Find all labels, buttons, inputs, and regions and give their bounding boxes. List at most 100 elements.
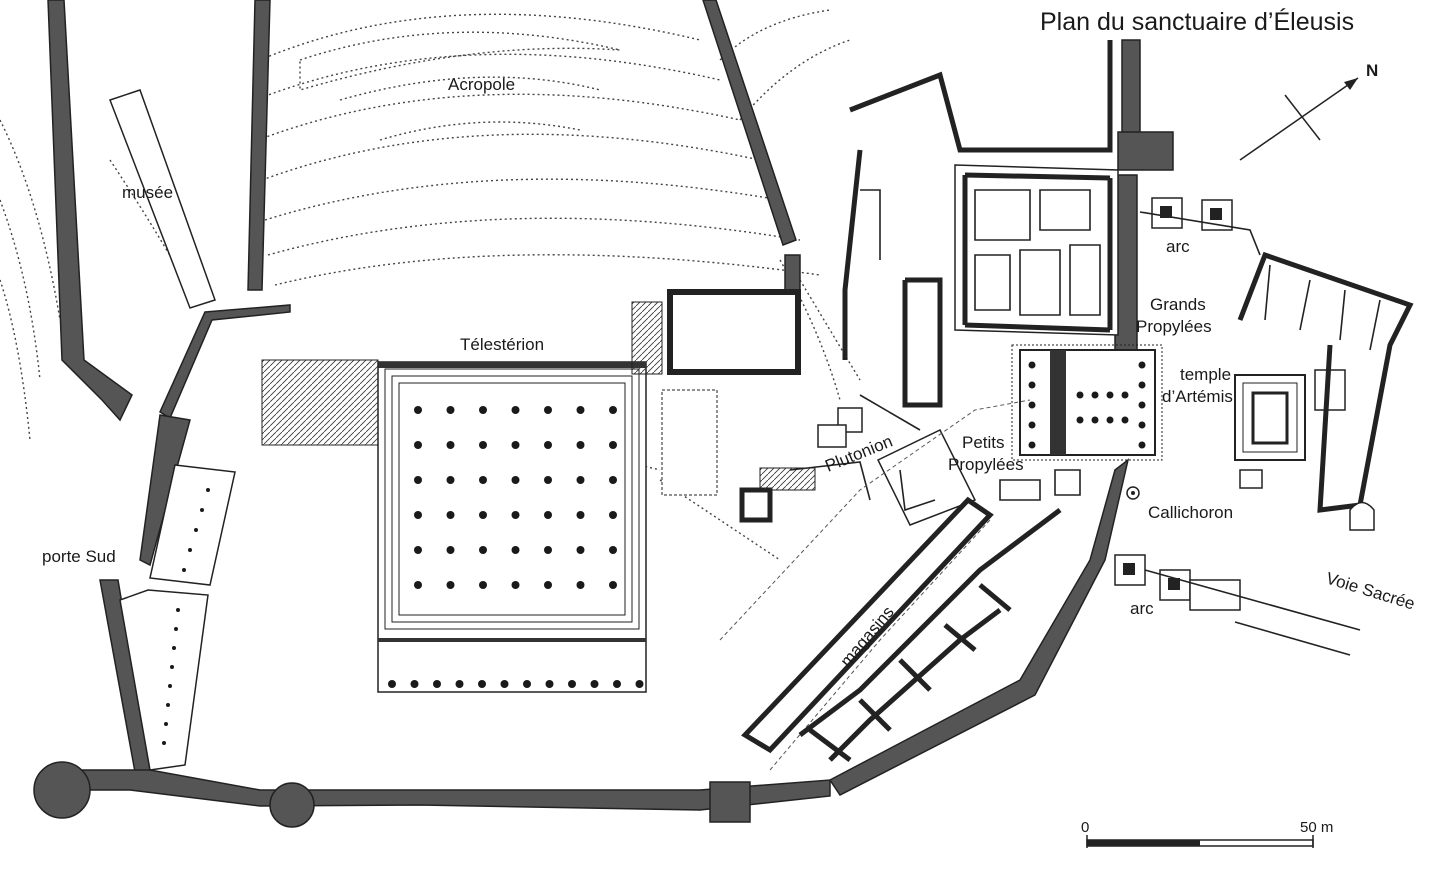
- column-dot: [414, 441, 422, 449]
- label-temple-1: temple: [1180, 365, 1231, 384]
- column-dot: [545, 680, 554, 688]
- telesterion-hall: [261, 289, 801, 693]
- label-musee: musée: [122, 183, 173, 202]
- column-dot: [544, 441, 552, 449]
- temple-artemis: [1234, 369, 1346, 489]
- column-dot: [511, 441, 520, 449]
- column-dot: [544, 511, 552, 519]
- southeast-rooms: [798, 469, 1140, 762]
- column-dot: [1138, 421, 1146, 429]
- north-building-complex: [842, 40, 1119, 408]
- column-dot: [544, 546, 552, 554]
- label-arc-south: arc: [1130, 599, 1154, 618]
- column-dot: [414, 581, 422, 589]
- column-dot: [1121, 391, 1129, 399]
- column-dot: [523, 680, 531, 688]
- north-arrow: [1239, 77, 1359, 161]
- column-dot: [188, 548, 192, 552]
- column-dot: [568, 680, 576, 688]
- grands-propylees: [1011, 344, 1163, 461]
- column-dot: [1028, 441, 1036, 449]
- label-porte-sud: porte Sud: [42, 547, 116, 566]
- column-dot: [479, 441, 487, 449]
- column-dot: [609, 476, 617, 484]
- column-dot: [609, 441, 617, 449]
- column-dot: [1106, 416, 1114, 424]
- label-voie-sacree: Voie Sacrée: [1324, 569, 1417, 614]
- column-dot: [609, 511, 617, 519]
- arc-north-structure: [1139, 197, 1261, 256]
- column-dot: [479, 511, 487, 519]
- column-dot: [1138, 381, 1146, 389]
- south-room-dots: [162, 488, 210, 745]
- column-dot: [446, 406, 455, 414]
- plutonion-area: [661, 389, 921, 523]
- telesterion-portico-columns: [388, 680, 644, 688]
- label-grands-propylees-1: Grands: [1150, 295, 1206, 314]
- petits-propylees: [876, 429, 977, 526]
- label-acropole: Acropole: [448, 75, 515, 94]
- north-label: N: [1366, 61, 1378, 80]
- label-callichoron: Callichoron: [1148, 503, 1233, 522]
- column-dot: [162, 741, 166, 745]
- column-dot: [609, 581, 617, 589]
- column-dot: [446, 581, 455, 589]
- column-dot: [478, 680, 486, 688]
- column-dot: [414, 476, 422, 484]
- column-dot: [446, 546, 455, 554]
- column-dot: [609, 406, 617, 414]
- column-dot: [544, 406, 552, 414]
- column-dot: [446, 476, 455, 484]
- column-dot: [576, 441, 585, 449]
- column-dot: [609, 546, 617, 554]
- scale-end-label: 50 m: [1300, 819, 1333, 836]
- column-dot: [576, 476, 585, 484]
- museum-building: [109, 89, 216, 309]
- grands-propylees-columns: [1028, 361, 1146, 449]
- label-petits-propylees-2: Propylées: [948, 455, 1024, 474]
- voie-sacree-road: [1144, 569, 1361, 656]
- column-dot: [1121, 416, 1129, 424]
- telesterion-columns: [414, 406, 617, 589]
- label-grands-propylees-2: Propylées: [1136, 317, 1212, 336]
- column-dot: [511, 406, 520, 414]
- column-dot: [1028, 401, 1036, 409]
- column-dot: [479, 581, 487, 589]
- column-dot: [446, 511, 455, 519]
- column-dot: [433, 680, 441, 688]
- column-dot: [1076, 391, 1084, 399]
- column-dot: [414, 406, 422, 414]
- scale-start-label: 0: [1081, 819, 1089, 836]
- column-dot: [613, 680, 621, 688]
- map-title: Plan du sanctuaire d’Éleusis: [1040, 7, 1354, 36]
- column-dot: [1028, 361, 1036, 369]
- column-dot: [1091, 391, 1099, 399]
- column-dot: [1076, 416, 1084, 424]
- column-dot: [544, 581, 552, 589]
- column-dot: [576, 546, 585, 554]
- column-dot: [200, 508, 204, 512]
- column-dot: [1138, 401, 1146, 409]
- label-arc-north: arc: [1166, 237, 1190, 256]
- column-dot: [479, 546, 487, 554]
- stoa-building: [1237, 251, 1414, 531]
- column-dot: [182, 568, 186, 572]
- label-petits-propylees-1: Petits: [962, 433, 1005, 452]
- column-dot: [206, 488, 210, 492]
- column-dot: [1028, 421, 1036, 429]
- column-dot: [500, 680, 509, 688]
- column-dot: [544, 476, 552, 484]
- column-dot: [1106, 391, 1114, 399]
- column-dot: [174, 627, 178, 631]
- column-dot: [511, 546, 520, 554]
- south-gate-rooms: [119, 464, 236, 771]
- column-dot: [166, 703, 170, 707]
- column-dot: [479, 476, 487, 484]
- column-dot: [455, 680, 464, 688]
- column-dot: [176, 608, 180, 612]
- column-dot: [170, 665, 174, 669]
- column-dot: [576, 406, 585, 414]
- fortification-walls: [33, 0, 1174, 828]
- column-dot: [1091, 416, 1099, 424]
